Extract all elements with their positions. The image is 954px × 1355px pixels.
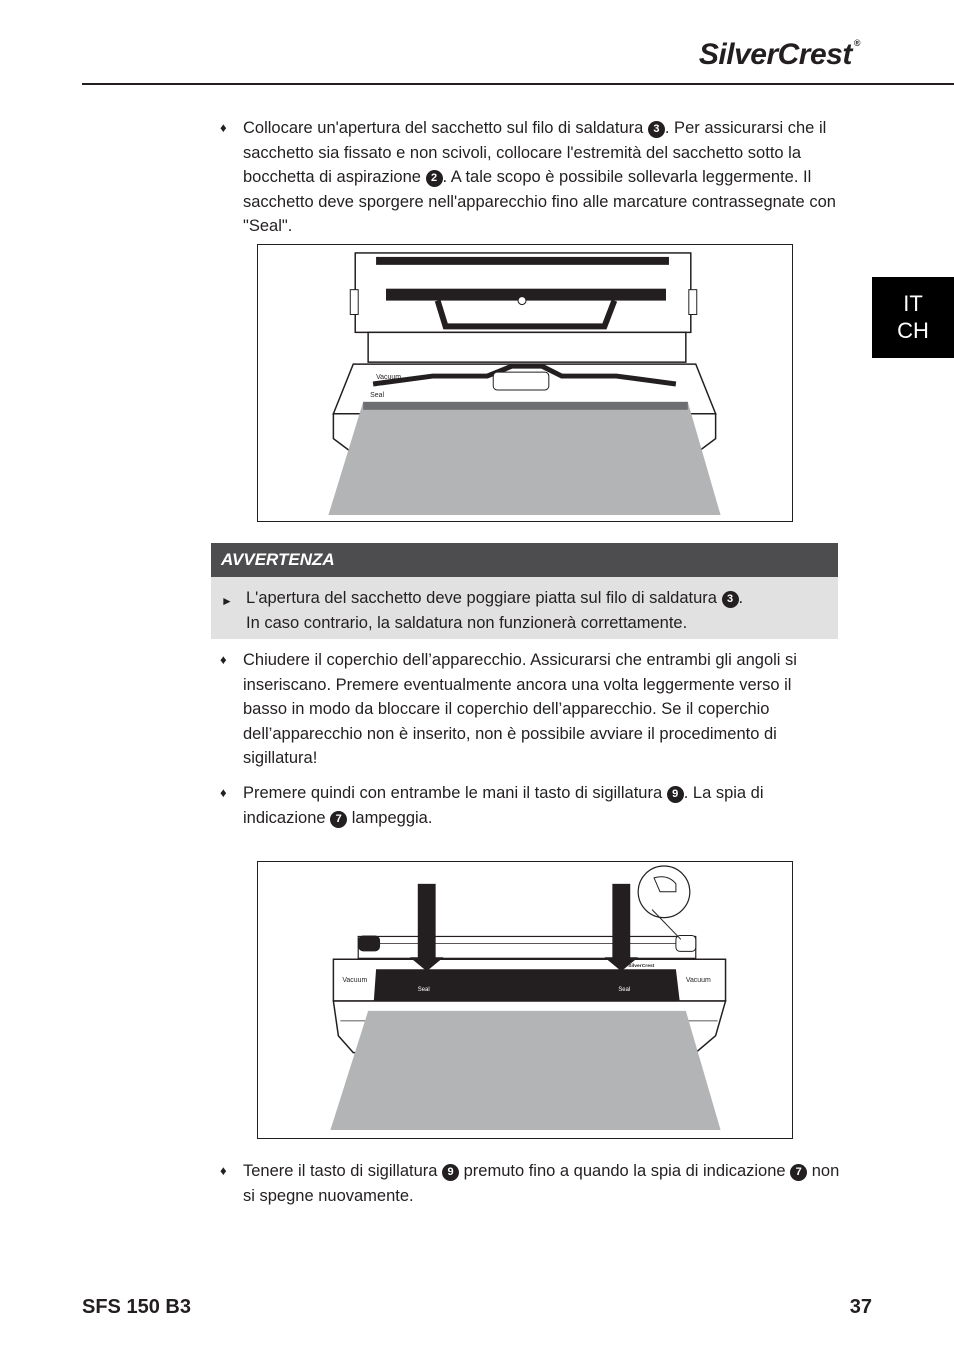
language-tab: IT CH (872, 277, 954, 358)
diamond-bullet-icon: ♦ (220, 120, 227, 135)
brand-logo: SilverCrest® (698, 38, 861, 72)
language-code-it: IT (903, 291, 923, 316)
page-number: 37 (849, 1296, 872, 1318)
step-2-text: Chiudere il coperchio dell’apparecchio. … (243, 651, 797, 767)
step-3-part3: lampeggia. (347, 808, 433, 827)
step-4-part2: premuto fino a quando la spia di indicaz… (459, 1162, 791, 1180)
footer-model: SFS 150 B3 (82, 1296, 191, 1318)
warning-text: L'apertura del sacchetto deve poggiare p… (246, 586, 838, 635)
instruction-step-2: ♦ Chiudere il coperchio dell’apparecchio… (220, 648, 840, 771)
warning-heading: AVVERTENZA (211, 543, 838, 577)
illustration-closed-device: Vacuum Vacuum Seal Seal SilverCrest (330, 865, 727, 1131)
step-3-text: Premere quindi con entrambe le mani il t… (243, 781, 840, 830)
language-code-ch: CH (897, 318, 929, 343)
step-3-part1: Premere quindi con entrambe le mani il t… (243, 784, 667, 802)
diamond-bullet-icon: ♦ (220, 785, 227, 800)
step-4-part3: non si spegne nuovamente. (243, 1162, 840, 1205)
diamond-bullet-icon: ♦ (220, 652, 227, 667)
reference-number: 2 (425, 170, 443, 187)
vacuum-label-right: Vacuum (686, 977, 711, 984)
seal-label: Seal (370, 392, 384, 399)
step-4-part1: Tenere il tasto di sigillatura (243, 1162, 443, 1180)
figure-open-lid: Vacuum Seal (257, 244, 793, 522)
seal-label-right: Seal (618, 987, 630, 993)
diamond-bullet-icon: ♦ (220, 1163, 227, 1178)
step-4-text: Tenere il tasto di sigillatura 9 premuto… (243, 1159, 840, 1208)
step-1-part3: . A tale scopo è possibile sollevarla le… (243, 168, 836, 235)
step-1-text: Collocare un'apertura del sacchetto sul … (243, 116, 840, 239)
figure-closed-lid: Vacuum Vacuum Seal Seal SilverCrest (257, 861, 793, 1139)
instruction-step-3: ♦ Premere quindi con entrambe le mani il… (220, 781, 840, 830)
registered-mark: ® (853, 38, 861, 48)
warning-body: ► L'apertura del sacchetto deve poggiare… (211, 577, 838, 639)
reference-number: 9 (442, 1164, 460, 1181)
reference-number: 3 (721, 591, 739, 608)
reference-number: 7 (330, 810, 348, 828)
step-3-part2: . La spia di indicazione (243, 784, 764, 827)
seal-label-left: Seal (418, 987, 430, 993)
reference-number: 7 (790, 1164, 808, 1181)
step-1-part1: Collocare un'apertura del sacchetto sul … (243, 119, 648, 137)
reference-number: 3 (647, 121, 665, 138)
device-brand-label: SilverCrest (628, 963, 655, 969)
instruction-step-1: ♦ Collocare un'apertura del sacchetto su… (220, 116, 840, 239)
warning-part1: L'apertura del sacchetto deve poggiare p… (246, 589, 722, 607)
vacuum-label-left: Vacuum (342, 977, 367, 984)
brand-name: SilverCrest (698, 38, 852, 71)
warning-line2: In caso contrario, la saldatura non funz… (246, 613, 688, 632)
vacuum-label: Vacuum (376, 374, 401, 381)
step-1-part2: . Per assicurarsi che il sacchetto sia f… (243, 119, 827, 186)
instruction-step-4: ♦ Tenere il tasto di sigillatura 9 premu… (220, 1159, 840, 1208)
header-rule (82, 83, 954, 85)
reference-number: 9 (666, 786, 684, 803)
illustration-open-device: Vacuum Seal (328, 252, 721, 516)
triangle-bullet-icon: ► (221, 594, 233, 608)
warning-part2: . (738, 589, 744, 607)
